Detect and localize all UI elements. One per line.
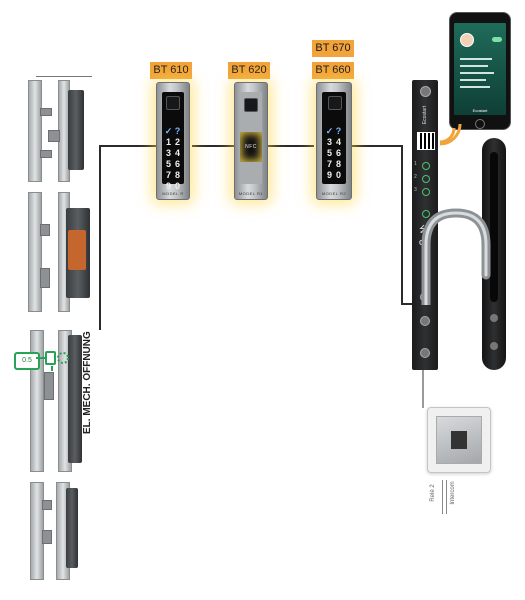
door-handle-bar [421, 208, 491, 305]
wireless-signal-icon [439, 123, 462, 146]
led-label-1: 1 [414, 161, 417, 167]
relay-label: Relè 2 [430, 484, 436, 502]
keypad-key: 0 [335, 170, 341, 180]
phone-screen: Ecostart [454, 23, 506, 115]
wire-lock-vertical [99, 145, 101, 330]
keypad-key: 8 [335, 159, 341, 169]
keypad-key: 0 [174, 181, 180, 191]
intercom-label: Intercom [450, 481, 456, 505]
keypad-key: 4 [174, 148, 180, 158]
keypad-key: 4 [335, 137, 341, 147]
reader-2-model: MODEL R1 [238, 191, 264, 196]
electric-lock-badge: 0.5 [14, 352, 40, 370]
reader-2: NFC MODEL R1 [234, 82, 268, 200]
keypad-key: 3 [326, 137, 332, 147]
screw-icon [490, 314, 498, 322]
reader-1-keypad-panel: ✓ ? 1 2 3 4 5 6 7 8 9 0 [162, 92, 184, 191]
usb-icon: ⭍ [419, 224, 427, 234]
reader-2-panel: NFC [240, 92, 262, 184]
reader-3-fingerprint-sensor [328, 96, 342, 110]
electric-lock-icon [36, 351, 69, 371]
led-label-2: 2 [414, 174, 417, 180]
wire-bus-2 [268, 145, 314, 147]
lock-top-divider [36, 76, 92, 77]
phone-footer: Ecostart [472, 108, 488, 113]
led-1 [422, 162, 430, 170]
reader-3: ✓ ? 3 4 5 6 7 8 9 0 MODEL R2 [316, 82, 352, 200]
reader-3-keypad-panel: ✓ ? 3 4 5 6 7 8 9 0 [322, 92, 346, 184]
phone-toggle [492, 37, 502, 42]
avatar [460, 33, 474, 47]
reader-1-fingerprint-sensor [166, 96, 180, 110]
keypad-key: 6 [174, 159, 180, 169]
reader-1-keypad: ✓ ? 1 2 3 4 5 6 7 8 9 0 [164, 126, 182, 191]
led-2 [422, 175, 430, 183]
lock-label: EL. MECH. ÖFFNUNG [82, 331, 93, 434]
keypad-key: ? [174, 126, 181, 136]
led-label-3: 3 [414, 187, 417, 193]
keypad-key: 8 [174, 170, 180, 180]
screw-icon [420, 86, 431, 97]
reader-1-model: MODEL R [162, 191, 184, 196]
qr-code [417, 132, 435, 150]
wire-to-controller-horizontal [401, 303, 413, 305]
screw-icon [420, 316, 430, 326]
relay-panel [427, 407, 491, 473]
keypad-key: 7 [165, 170, 171, 180]
lock-mechanism-gears [68, 230, 86, 270]
keypad-key: 7 [326, 159, 332, 169]
led-3 [422, 188, 430, 196]
keypad-key: 3 [165, 148, 171, 158]
relay-module [451, 431, 467, 449]
reader-1-tag: BT 610 [150, 62, 192, 79]
led-4 [422, 210, 430, 218]
wire-bus-3 [352, 145, 402, 147]
phone-list [460, 53, 500, 103]
reader-2-nfc-label: NFC [245, 144, 257, 150]
keypad-key: ✓ [164, 126, 173, 136]
smartphone: Ecostart [449, 12, 511, 130]
reader-1: ✓ ? 1 2 3 4 5 6 7 8 9 0 MODEL R [156, 82, 190, 200]
wire-bus-1 [192, 145, 234, 147]
reader-3-model: MODEL R2 [321, 191, 347, 196]
reader-2-fingerprint-sensor [244, 98, 258, 112]
keypad-key: 9 [165, 181, 171, 191]
wire-to-controller-vertical [401, 145, 403, 305]
keypad-key: 5 [165, 159, 171, 169]
screw-icon [490, 342, 498, 350]
keypad-key: ✓ [325, 126, 334, 136]
wire-to-relay [422, 370, 424, 408]
keypad-key: 6 [335, 148, 341, 158]
keypad-key: 5 [326, 148, 332, 158]
keypad-key: 1 [165, 137, 171, 147]
keypad-key: 9 [326, 170, 332, 180]
reader-2-tag: BT 620 [228, 62, 270, 79]
keypad-key: ? [335, 126, 342, 136]
screw-icon [420, 348, 430, 358]
reader-3-tag-top: BT 670 [312, 40, 354, 57]
relay-panel-window [436, 416, 482, 464]
keypad-key: 2 [174, 137, 180, 147]
reader-3-tag: BT 660 [312, 62, 354, 79]
controller-brand: Ecostart [422, 105, 428, 125]
relay-intercom-symbol [442, 480, 447, 514]
wire-lock-to-bus [99, 145, 159, 147]
reader-3-keypad: ✓ ? 3 4 5 6 7 8 9 0 [325, 126, 343, 180]
handle-slot [490, 152, 498, 302]
reader-2-nfc-window: NFC [240, 132, 262, 162]
phone-home-button [475, 119, 485, 129]
